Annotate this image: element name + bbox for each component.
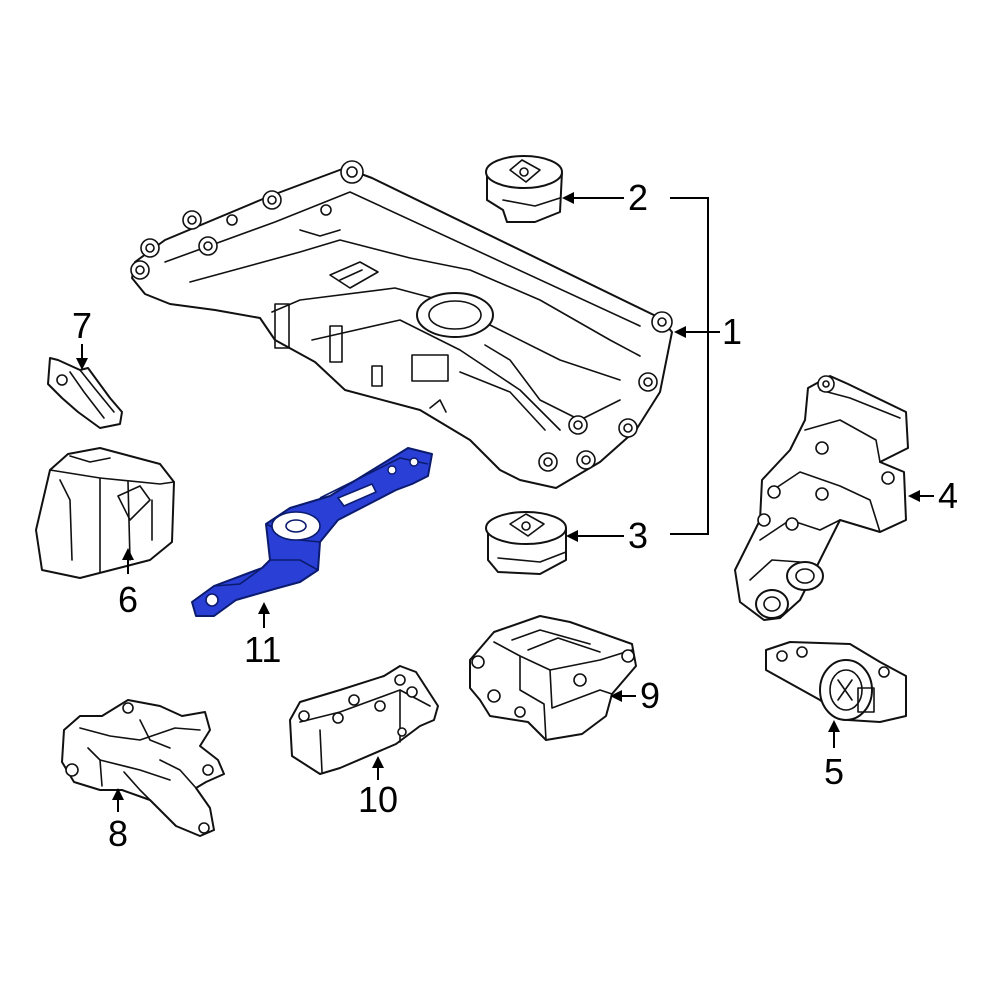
leader-lines	[76, 192, 934, 812]
part-7-small-bracket[interactable]	[47, 357, 123, 429]
callout-4[interactable]: 4	[938, 475, 958, 516]
callout-10[interactable]: 10	[358, 779, 398, 820]
part-6-engine-mount[interactable]	[35, 447, 175, 579]
part-5-bushing-bracket[interactable]	[765, 641, 907, 723]
part-9-mount[interactable]	[469, 615, 637, 741]
part-3-lower-bushing[interactable]	[485, 511, 567, 575]
part-2-upper-bushing[interactable]	[485, 155, 563, 223]
part-1-subframe[interactable]	[130, 160, 673, 489]
part-11-torque-arm[interactable]	[191, 447, 433, 617]
callout-7[interactable]: 7	[72, 305, 92, 346]
callout-11[interactable]: 11	[244, 629, 281, 670]
part-10-mount[interactable]	[289, 665, 439, 775]
callout-6[interactable]: 6	[118, 579, 138, 620]
part-8-transmission-mount[interactable]	[61, 699, 225, 837]
subframe-bolt-holes	[130, 160, 673, 472]
callout-5[interactable]: 5	[824, 751, 844, 792]
callout-2[interactable]: 2	[628, 177, 648, 218]
callout-3[interactable]: 3	[628, 515, 648, 556]
callout-1[interactable]: 1	[722, 311, 742, 352]
callout-8[interactable]: 8	[108, 813, 128, 854]
callout-labels: 1 2 3 4 5 6 7 8 9 10 11	[72, 177, 958, 854]
part-4-mount-bracket[interactable]	[734, 375, 909, 621]
callout-9[interactable]: 9	[640, 675, 660, 716]
